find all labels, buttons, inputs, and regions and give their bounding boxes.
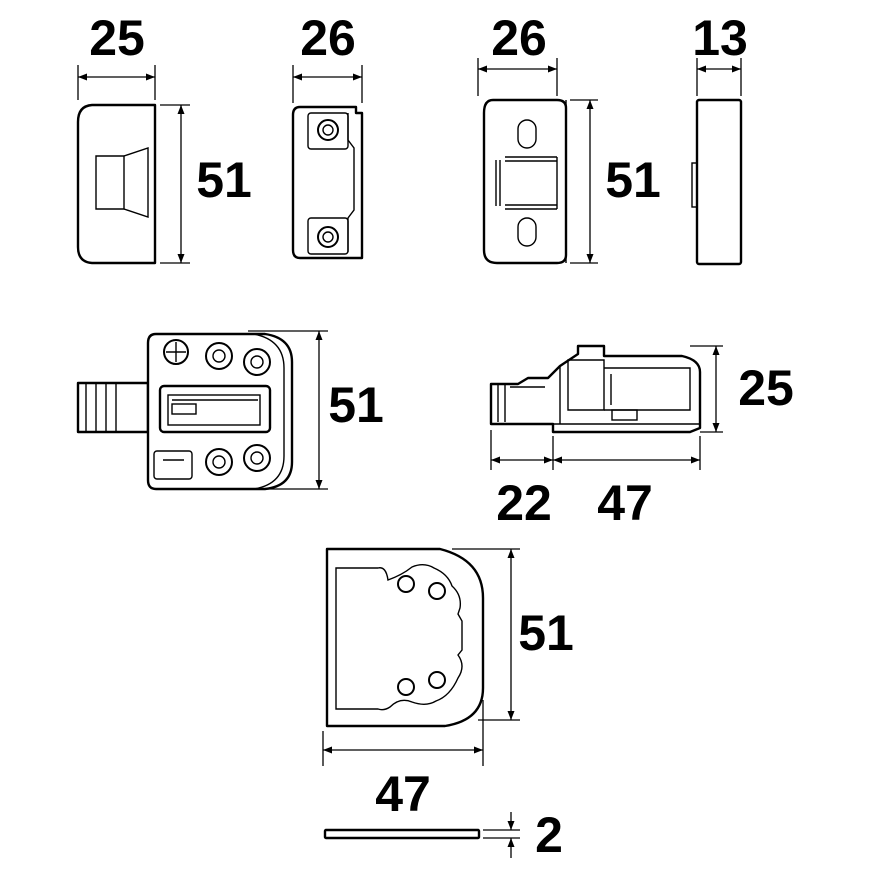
part4-width-label: 13 [692,10,748,66]
part1-height-label: 51 [196,152,252,208]
screw-hole-icon [205,448,233,476]
part-1-front-cover: 25 51 [76,10,252,265]
side-right-length-label: 47 [597,475,653,531]
side-height-label: 25 [738,360,794,416]
part-6-side-elevation: 25 22 47 [489,344,794,531]
screw-hole-icon [428,671,446,689]
slot-icon [517,217,537,247]
screw-hole-icon [317,119,339,141]
plate-height-label: 51 [518,605,574,661]
part1-width-label: 25 [89,10,145,66]
part-4-side-view: 13 [691,10,748,266]
screw-hole-icon [243,348,271,376]
part-2-mounting-block: 26 [291,10,364,260]
part-7-mounting-plate: 51 47 [322,547,574,822]
part-5-latch-base: 51 [76,330,384,491]
screw-hole-icon [428,582,446,600]
plate-width-label: 47 [375,766,431,822]
screw-hole-icon [397,678,415,696]
part-3-slotted-plate: 26 51 [477,10,661,265]
part2-width-label: 26 [300,10,356,66]
slot-icon [517,119,537,149]
part3-height-label: 51 [605,152,661,208]
part-8-shim: 2 [323,807,563,863]
shim-thickness-label: 2 [535,807,563,863]
screw-hole-icon [317,226,339,248]
side-left-length-label: 22 [496,475,552,531]
screw-hole-icon [205,342,233,370]
latch-tab-icon [153,450,193,480]
screw-hole-icon [243,444,271,472]
base-height-label: 51 [328,377,384,433]
part3-width-label: 26 [491,10,547,66]
screw-hole-icon [397,575,415,593]
